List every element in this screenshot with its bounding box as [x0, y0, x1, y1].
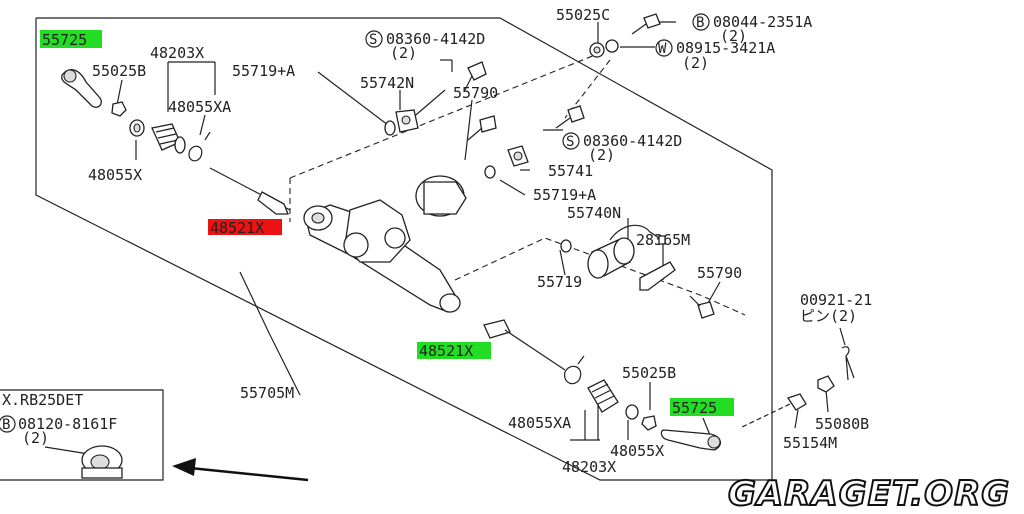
label-48055x-bot: 48055X [610, 442, 664, 460]
leader-lines [116, 21, 846, 441]
b-symbol-inset [0, 415, 16, 433]
label-08360-mid: 08360-4142D [583, 132, 682, 150]
nut-55080b [817, 375, 835, 393]
label-55790-mid: 55790 [697, 264, 742, 282]
label-55154m: 55154M [783, 434, 837, 452]
w-letter: W [658, 41, 667, 57]
label-48055xa-top: 48055XA [168, 98, 231, 116]
label-08915: 08915-3421A [676, 39, 775, 57]
label-08360-top: 08360-4142D [386, 30, 485, 48]
label-55741: 55741 [548, 162, 593, 180]
highlight-48521x-red [208, 219, 282, 235]
highlight-55725-top [40, 30, 102, 48]
bolt-08044 [631, 13, 661, 35]
label-55719a-mid: 55719+A [533, 186, 596, 204]
rack-housing-55705m [303, 199, 461, 313]
label-08915-qty: (2) [682, 54, 709, 72]
label-08044-qty: (2) [720, 27, 747, 45]
oring-55719 [560, 239, 572, 253]
tie-rod-end-bottom [660, 429, 721, 451]
label-48203x-top: 48203X [150, 44, 204, 62]
s-letter-top: S [369, 32, 377, 48]
fitting-55742n [395, 109, 419, 133]
label-48521x-red: 48521X [210, 219, 264, 237]
washer-55025c [589, 42, 605, 58]
b-letter-top: B [696, 15, 704, 31]
inner-tie-rod-bottom [483, 319, 566, 371]
label-48203x-bot: 48203X [562, 458, 616, 476]
label-08360-top-qty: (2) [390, 44, 417, 62]
motor-55740n [587, 224, 666, 279]
label-55740n: 55740N [567, 204, 621, 222]
label-55705m: 55705M [240, 384, 294, 402]
nut-55025b-bot [641, 415, 657, 431]
label-55080b: 55080B [815, 415, 869, 433]
fitting-55741 [507, 145, 529, 167]
watermark: GARAGET.ORG [728, 474, 1010, 514]
label-48055xa-bot: 48055XA [508, 414, 571, 432]
label-55790-top: 55790 [453, 84, 498, 102]
clip-48055xa-top [188, 131, 211, 162]
s-symbol-mid [562, 132, 580, 150]
label-48055x-top: 48055X [88, 166, 142, 184]
nut-55025b-top [111, 101, 127, 117]
washer-08915 [605, 39, 619, 53]
label-00921-sub: ピン(2) [800, 307, 857, 325]
label-inset-title: X.RB25DET [2, 391, 83, 409]
label-48521x-green: 48521X [419, 342, 473, 360]
b-symbol-top [692, 13, 710, 31]
oring-55719a-mid [484, 165, 496, 179]
rubber-mount-part [81, 445, 123, 479]
highlight-48521x-green [417, 342, 491, 359]
bolt-08360-top [463, 61, 487, 93]
bracket-28365m [639, 261, 676, 291]
s-letter-mid: S [566, 134, 574, 150]
oring-55719a-top [384, 120, 396, 136]
diagram-frame [35, 17, 773, 481]
bolt-08360-mid [555, 105, 585, 129]
clamp-48055x-top [129, 119, 145, 137]
label-08360-mid-qty: (2) [588, 146, 615, 164]
s-symbol-top [365, 30, 383, 48]
boot-48203x-bot [587, 379, 619, 413]
label-08120: 08120-8161F [18, 415, 117, 433]
label-00921: 00921-21 [800, 291, 872, 309]
label-55025c: 55025C [556, 6, 610, 24]
label-55719a-top: 55719+A [232, 62, 295, 80]
label-55725-bot: 55725 [672, 399, 717, 417]
inner-tie-rod-top [209, 167, 291, 215]
bolt-55790-mid [689, 295, 715, 319]
valve-cover-55740n [415, 175, 467, 217]
inset-frame [0, 389, 164, 481]
subassembly-outline [289, 54, 596, 179]
arrow-left [172, 458, 309, 482]
cotter-pin-00921 [841, 346, 855, 381]
label-55719: 55719 [537, 273, 582, 291]
b-letter-inset: B [2, 417, 10, 433]
bolt-55790-top [467, 115, 497, 141]
clip-48055xa-bot [564, 355, 585, 385]
label-55025b-bot: 55025B [622, 364, 676, 382]
boot-48203x-top [151, 123, 186, 154]
label-55742n: 55742N [360, 74, 414, 92]
w-symbol [655, 39, 673, 57]
label-55025b-top: 55025B [92, 62, 146, 80]
clamp-48055x-bot [625, 404, 639, 420]
highlight-55725-bottom [670, 398, 734, 416]
label-08044: 08044-2351A [713, 13, 812, 31]
label-08120-qty: (2) [22, 429, 49, 447]
stud-55154m [739, 393, 807, 429]
label-55725-top: 55725 [42, 31, 87, 49]
tie-rod-end-top [61, 69, 102, 108]
